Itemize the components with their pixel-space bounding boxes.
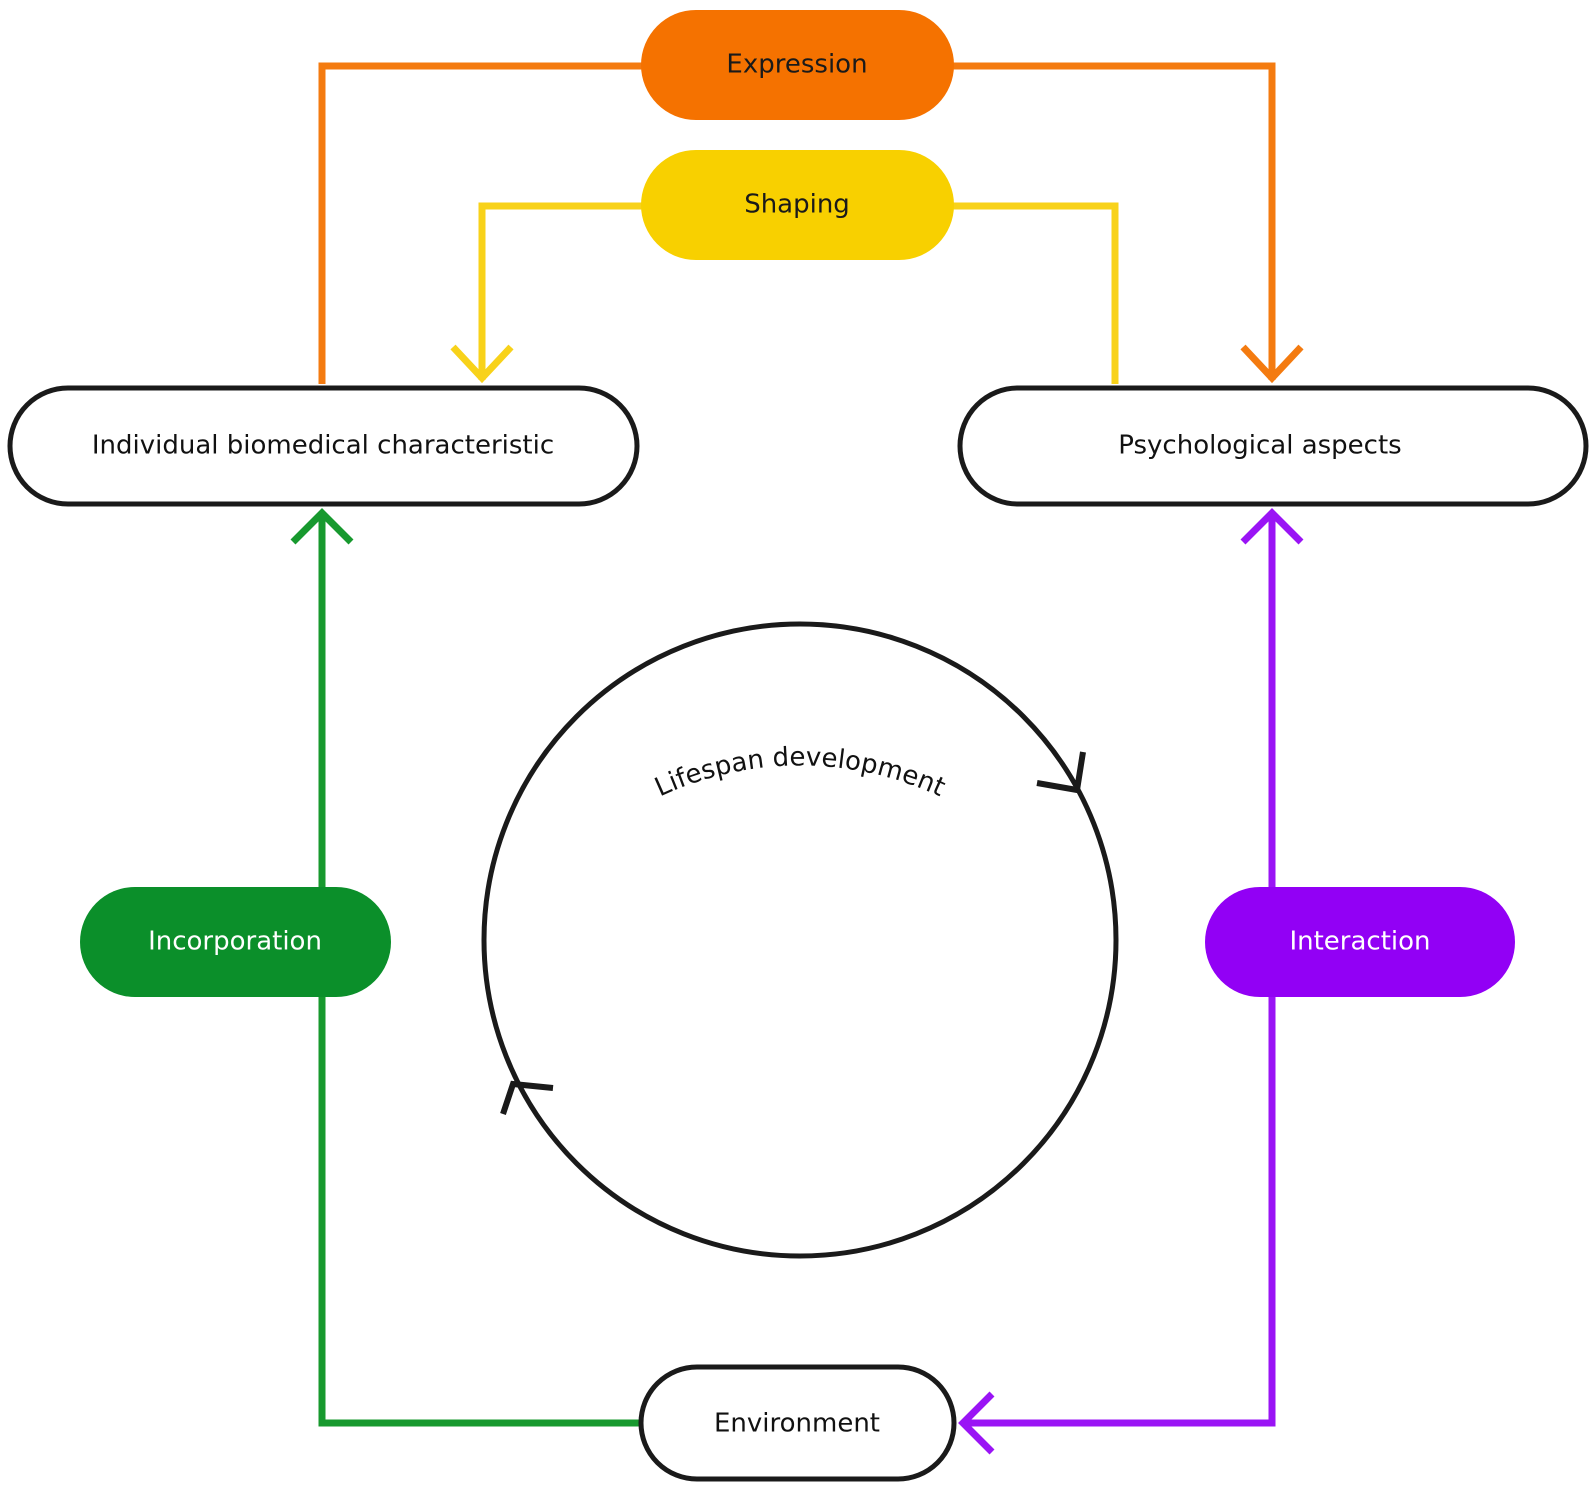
interaction-arrowhead-env xyxy=(958,1391,995,1455)
interaction-connector xyxy=(958,508,1304,1455)
shaping-label: Shaping xyxy=(744,190,850,220)
biomedical-label: Individual biomedical characteristic xyxy=(92,431,554,461)
incorporation-arrowhead xyxy=(290,508,354,545)
incorporation-node: Incorporation xyxy=(80,887,391,997)
psychological-node: Psychological aspects xyxy=(957,385,1589,507)
interaction-arrowhead-top xyxy=(1240,508,1304,545)
lifespan-cycle: Lifespan development xyxy=(481,621,1119,1259)
incorporation-label: Incorporation xyxy=(148,927,322,957)
shaping-node: Shaping xyxy=(641,150,954,260)
incorporation-connector xyxy=(290,508,640,1427)
cycle-arrowhead-right xyxy=(1036,751,1086,794)
expression-arrowhead xyxy=(1240,344,1304,384)
shaping-connector xyxy=(450,202,1119,384)
cycle-arrowhead-left xyxy=(500,1080,554,1115)
biomedical-node: Individual biomedical characteristic xyxy=(7,385,640,507)
expression-label: Expression xyxy=(726,50,867,80)
svg-text:Lifespan development: Lifespan development xyxy=(651,742,950,803)
expression-node: Expression xyxy=(641,10,954,120)
cycle-label: Lifespan development xyxy=(651,742,950,803)
shaping-arrowhead xyxy=(450,344,514,384)
interaction-node: Interaction xyxy=(1205,887,1515,997)
interaction-label: Interaction xyxy=(1289,927,1430,957)
psychological-label: Psychological aspects xyxy=(1118,431,1401,461)
environment-label: Environment xyxy=(714,1409,880,1439)
environment-node: Environment xyxy=(638,1364,957,1482)
expression-connector xyxy=(318,62,1304,384)
